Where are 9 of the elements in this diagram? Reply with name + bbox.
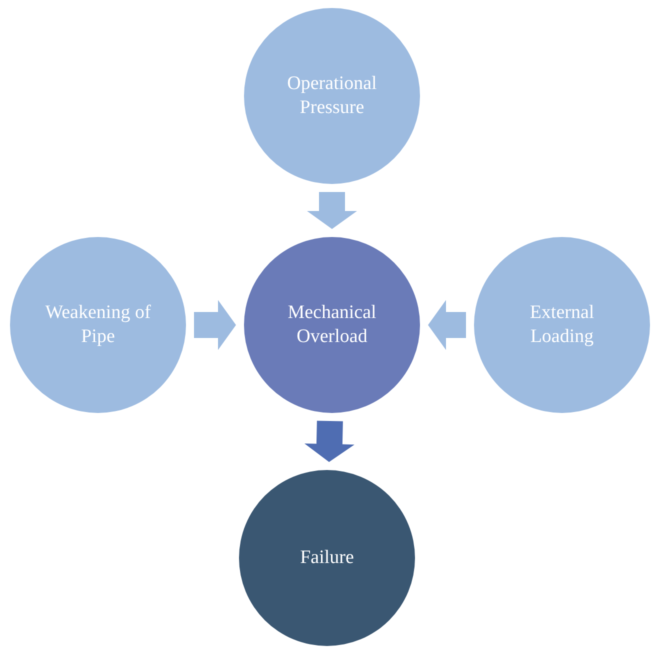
node-label: Operational Pressure (286, 72, 378, 120)
block-arrow (307, 192, 357, 229)
node-label: External Loading (528, 301, 596, 349)
node-label: Mechanical Overload (286, 301, 378, 349)
node-label: Weakening of Pipe (44, 301, 152, 349)
node-label: Failure (300, 546, 354, 570)
block-arrow (428, 300, 466, 350)
block-arrow (304, 420, 354, 462)
block-arrow (194, 300, 236, 350)
